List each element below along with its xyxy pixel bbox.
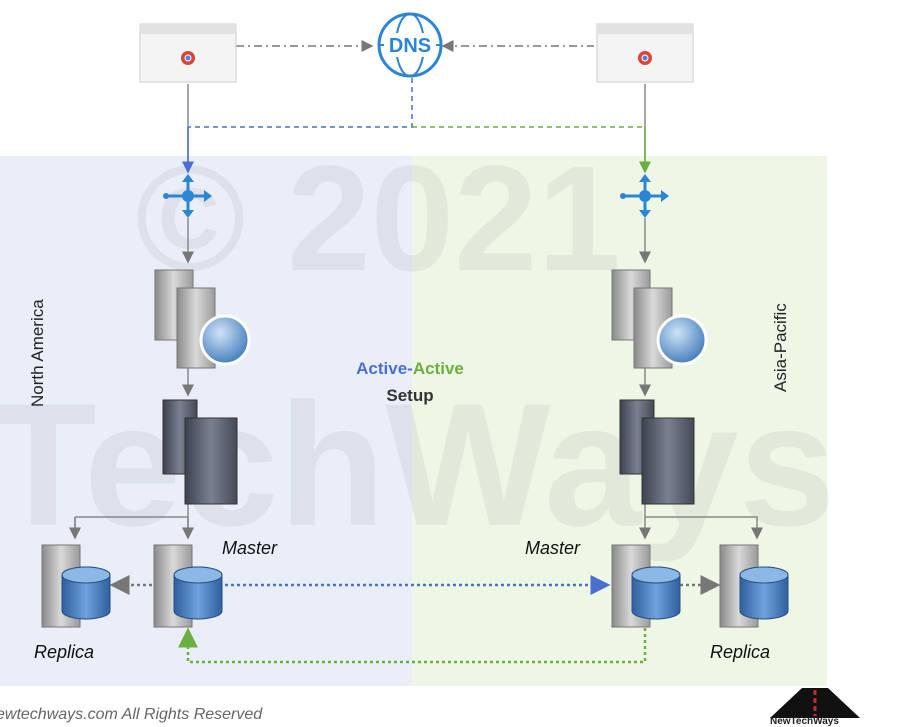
database-server-icon (611, 544, 681, 628)
browser-icon (139, 23, 237, 83)
router-icon (620, 174, 669, 218)
dns-north-america-link (188, 78, 413, 128)
web-server-icon (611, 269, 708, 369)
database-server-icon (719, 544, 789, 628)
setup-title-active-2: Active (412, 359, 464, 378)
master-back-replication (178, 627, 647, 664)
setup-title: Active-Active Setup (330, 355, 490, 409)
master-label-right: Master (525, 538, 581, 558)
master-label-left: Master (222, 538, 278, 558)
newtechways-logo (770, 688, 860, 718)
dns-label: DNS (389, 35, 431, 57)
app-db-links-right (644, 500, 763, 540)
router-icon (163, 174, 212, 218)
web-server-icon (154, 269, 251, 369)
watermark-year: © 2021 (135, 134, 621, 302)
database-server-icon (153, 544, 223, 628)
region-label-asia-pacific: Asia-Pacific (771, 303, 790, 392)
region-label-north-america: North America (28, 299, 47, 407)
database-server-icon (41, 544, 111, 628)
watermark-brand: TechWays (0, 368, 836, 563)
setup-title-dash: - (407, 359, 413, 378)
replica-label-left: Replica (34, 642, 95, 662)
setup-title-active-1: Active (356, 359, 408, 378)
copyright-footer: ewtechways.com All Rights Reserved (0, 706, 263, 723)
replica-label-right: Replica (710, 642, 771, 662)
dns-globe-icon: DNS (377, 12, 443, 78)
app-server-icon (619, 399, 695, 505)
app-server-icon (162, 399, 238, 505)
setup-title-setup: Setup (386, 386, 434, 405)
logo-text: NewTechWays (770, 716, 839, 727)
browser-icon (596, 23, 694, 83)
